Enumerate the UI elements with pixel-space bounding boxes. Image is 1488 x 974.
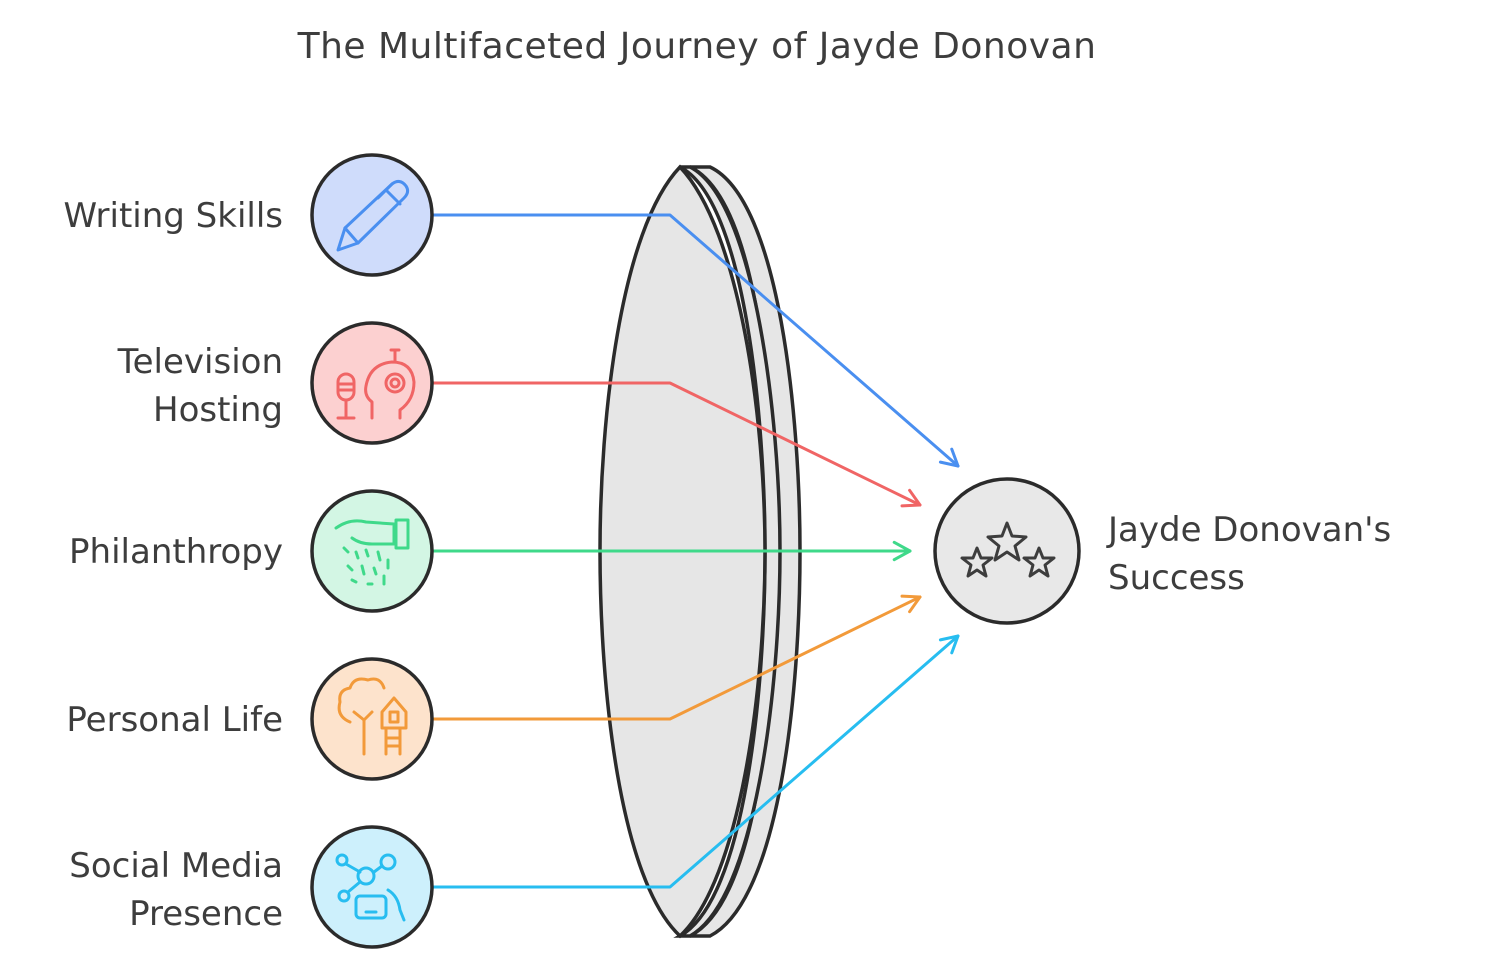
label-social-media-presence: Social Media Presence: [69, 842, 283, 938]
node-circle: [310, 489, 434, 613]
node-social-media-presence: [310, 825, 434, 949]
connector-line: [430, 213, 960, 468]
connector-line: [430, 634, 960, 889]
label-philanthropy: Philanthropy: [69, 528, 283, 576]
arrowhead: [938, 447, 960, 468]
label-line: Personal Life: [66, 700, 283, 740]
pen-icon: [336, 179, 410, 252]
connector-line: [430, 381, 922, 507]
connector-line: [430, 595, 922, 721]
label-line: Philanthropy: [69, 532, 283, 572]
arrowhead: [892, 540, 912, 562]
social-network-icon: [335, 853, 406, 922]
result-label: Jayde Donovan's Success: [1108, 506, 1391, 602]
label-personal-life: Personal Life: [66, 696, 283, 744]
tree-house-icon: [337, 677, 408, 756]
label-line: Social Media: [69, 846, 283, 886]
diagram-title: The Multifaceted Journey of Jayde Donova…: [297, 26, 1097, 67]
label-line: Success: [1108, 558, 1245, 598]
label-television-hosting: Television Hosting: [118, 338, 283, 434]
node-circle: [310, 321, 434, 445]
node-writing-skills: [310, 153, 434, 277]
node-circle: [310, 153, 434, 277]
node-circle: [310, 825, 434, 949]
node-philanthropy: [310, 489, 434, 613]
label-line: Presence: [129, 894, 283, 934]
label-line: Hosting: [153, 390, 283, 430]
node-television-hosting: [310, 321, 434, 445]
label-line: Television: [117, 342, 283, 382]
label-line: Writing Skills: [63, 196, 283, 236]
node-personal-life: [310, 657, 434, 781]
arrowhead: [900, 488, 922, 508]
node-circle: [310, 657, 434, 781]
label-line: Jayde Donovan's: [1108, 510, 1392, 550]
microphone-headset-icon: [336, 348, 416, 420]
label-writing-skills: Writing Skills: [63, 192, 283, 240]
connectors: [430, 213, 960, 889]
node-result: [933, 477, 1081, 625]
stars-icon: [960, 521, 1056, 578]
arrowhead: [938, 634, 960, 655]
giving-hand-icon: [334, 518, 410, 586]
arrowhead: [900, 594, 922, 614]
